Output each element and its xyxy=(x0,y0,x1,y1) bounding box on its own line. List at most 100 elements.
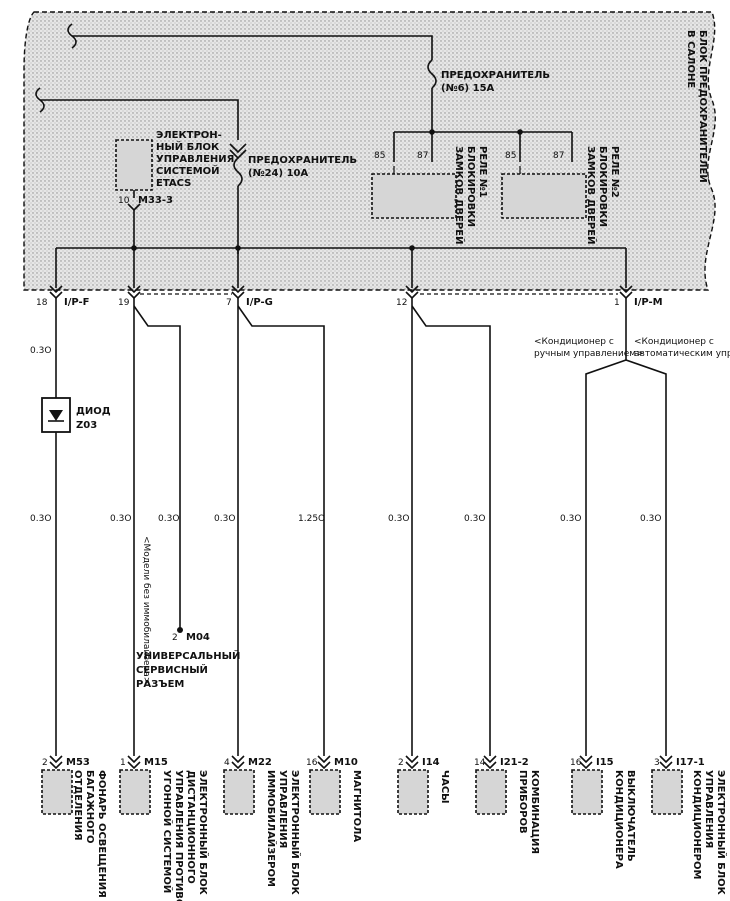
component-4-connector: M10 xyxy=(334,757,358,768)
fuse-box-label-line1: БЛОК ПРЕДОХРАНИТЕЛЕЙ xyxy=(697,30,710,183)
component-7-label-line1: ВЫКЛЮЧАТЕЛЬ xyxy=(625,770,636,862)
fuse6-label-line2: (№6) 15A xyxy=(441,83,495,94)
etacs-box xyxy=(115,139,153,191)
relay2-label: РЕЛЕ №2 БЛОКИРОВКИ ЗАМКОВ ДВЕРЕЙ xyxy=(585,146,620,244)
etacs-label-line2: НЫЙ БЛОК xyxy=(156,140,220,153)
component-5-pin: 2 xyxy=(398,758,404,768)
component-6-label-line2: ПРИБОРОВ xyxy=(517,770,528,834)
component-1-label-line2: БАГАЖНОГО xyxy=(84,770,95,843)
wire-4-size: 0.3O xyxy=(214,514,235,524)
relay1-box xyxy=(371,173,457,219)
service-connector-line1: УНИВЕРСАЛЬНЫЙ xyxy=(136,649,240,662)
component-5-box xyxy=(397,769,429,815)
component-7-connector: I15 xyxy=(596,757,614,768)
etacs-connector: M33-3 xyxy=(138,195,173,206)
wire-2-3 xyxy=(133,298,183,756)
component-3-label-line2: УПРАВЛЕНИЯ xyxy=(277,770,288,848)
component-3-label: ЭЛЕКТРОННЫЙ БЛОК УПРАВЛЕНИЯ ИММОБИЛАЙЗЕР… xyxy=(265,770,302,896)
connector-5-name: I/P-M xyxy=(634,297,663,308)
service-connector-pin: 2 xyxy=(172,633,178,643)
wire-4-5 xyxy=(237,298,325,756)
component-2-pin: 1 xyxy=(120,758,126,768)
component-8-label-line3: КОНДИЦИОНЕРОМ xyxy=(691,770,702,879)
relay1-label-line1: РЕЛЕ №1 xyxy=(477,146,488,198)
component-1-box xyxy=(41,769,73,815)
component-1-label: ФОНАРЬ ОСВЕЩЕНИЯ БАГАЖНОГО ОТДЕЛЕНИЯ xyxy=(72,770,107,898)
component-4-label-line1: МАГНИТОЛА xyxy=(351,770,362,842)
relay2-pin-a: 85 xyxy=(505,151,516,161)
component-7-pin: 16 xyxy=(570,758,582,768)
connector-1-pin: 18 xyxy=(36,298,48,308)
component-2-connector: M15 xyxy=(144,757,168,768)
relay1-label-line3: ЗАМКОВ ДВЕРЕЙ xyxy=(453,146,466,244)
wire-3-size: 0.3O xyxy=(158,514,179,524)
component-7-label-line2: КОНДИЦИОНЕРА xyxy=(613,770,624,869)
connector-3-pin: 7 xyxy=(226,298,232,308)
relay1-pin-a: 85 xyxy=(374,151,385,161)
relay1-label-line2: БЛОКИРОВКИ xyxy=(465,146,476,227)
component-2-label-line2: ДИСТАНЦИОННОГО xyxy=(185,770,196,884)
wire-6-size: 0.3O xyxy=(388,514,409,524)
component-4-box xyxy=(309,769,341,815)
component-3-label-line1: ЭЛЕКТРОННЫЙ БЛОК xyxy=(289,770,302,896)
component-5-label-line1: ЧАСЫ xyxy=(439,770,450,804)
component-3-connector: M22 xyxy=(248,757,272,768)
connector-1-name: I/P-F xyxy=(64,297,90,308)
component-2-label-line4: УГОННОЙ СИСТЕМОЙ xyxy=(161,770,174,893)
component-1-pin: 2 xyxy=(42,758,48,768)
wire-8-9 xyxy=(585,298,667,756)
connector-3-name: I/P-G xyxy=(246,297,273,308)
etacs-label-line5: ETACS xyxy=(156,178,191,189)
main-bus xyxy=(55,245,627,288)
component-8-box xyxy=(651,769,683,815)
no-immobilizer-note: <Модели без иммобилайзера> xyxy=(141,536,151,684)
component-8-pin: 3 xyxy=(654,758,660,768)
fuse-box-label: БЛОК ПРЕДОХРАНИТЕЛЕЙ В САЛОНЕ xyxy=(685,30,710,183)
fuse-box-area xyxy=(23,11,716,291)
relay2-label-line1: РЕЛЕ №2 xyxy=(609,146,620,198)
feed-wire-fuse24 xyxy=(35,87,247,254)
component-1-label-line3: ОТДЕЛЕНИЯ xyxy=(72,770,83,841)
component-2-label: ЭЛЕКТРОННЫЙ БЛОК ДИСТАНЦИОННОГО УПРАВЛЕН… xyxy=(161,770,210,901)
relay2-label-line2: БЛОКИРОВКИ xyxy=(597,146,608,227)
wire-5-size: 1.25O xyxy=(298,514,325,524)
bottom-chevrons xyxy=(49,755,673,770)
diode-label-line2: Z03 xyxy=(76,420,97,431)
component-1-connector: M53 xyxy=(66,757,90,768)
component-1-label-line1: ФОНАРЬ ОСВЕЩЕНИЯ xyxy=(96,770,107,898)
component-6-label-line1: КОМБИНАЦИЯ xyxy=(529,770,540,854)
fuse24-label-line2: (№24) 10A xyxy=(248,168,308,179)
etacs-label-line3: УПРАВЛЕНИЯ xyxy=(156,154,234,165)
fuse6-label-line1: ПРЕДОХРАНИТЕЛЬ xyxy=(441,70,550,81)
relay1-pin-b: 87 xyxy=(417,151,428,161)
fuse-box-label-line2: В САЛОНЕ xyxy=(685,30,696,88)
connector-4-pin: 12 xyxy=(396,298,407,308)
component-4-label: МАГНИТОЛА xyxy=(351,770,362,842)
service-connector-label: УНИВЕРСАЛЬНЫЙ СЕРВИСНЫЙ РАЗЪЕМ xyxy=(136,649,240,690)
wire-2-size: 0.3O xyxy=(110,514,131,524)
component-8-label-line1: ЭЛЕКТРОННЫЙ БЛОК xyxy=(715,770,728,896)
relay2-pin-b: 87 xyxy=(553,151,564,161)
component-2-box xyxy=(119,769,151,815)
wire-9-size: 0.3O xyxy=(640,514,661,524)
connector-5-pin: 1 xyxy=(614,298,620,308)
etacs-label-line4: СИСТЕМОЙ xyxy=(156,164,220,177)
component-8-label-line2: УПРАВЛЕНИЯ xyxy=(703,770,714,848)
wire-6-7 xyxy=(411,298,491,756)
component-8-label: ЭЛЕКТРОННЫЙ БЛОК УПРАВЛЕНИЯ КОНДИЦИОНЕРО… xyxy=(691,770,728,896)
etacs-pin: 10 xyxy=(118,196,130,206)
etacs-label-line1: ЭЛЕКТРОН- xyxy=(156,130,222,141)
component-3-box xyxy=(223,769,255,815)
wire-1 xyxy=(41,298,71,756)
wire-1-top-size: 0.3O xyxy=(30,346,51,356)
service-connector-id: M04 xyxy=(186,632,210,643)
feed-wire-fuse6 xyxy=(67,23,437,135)
component-3-pin: 4 xyxy=(224,758,230,768)
service-connector-line3: РАЗЪЕМ xyxy=(136,679,184,690)
component-5-label: ЧАСЫ xyxy=(439,770,450,804)
